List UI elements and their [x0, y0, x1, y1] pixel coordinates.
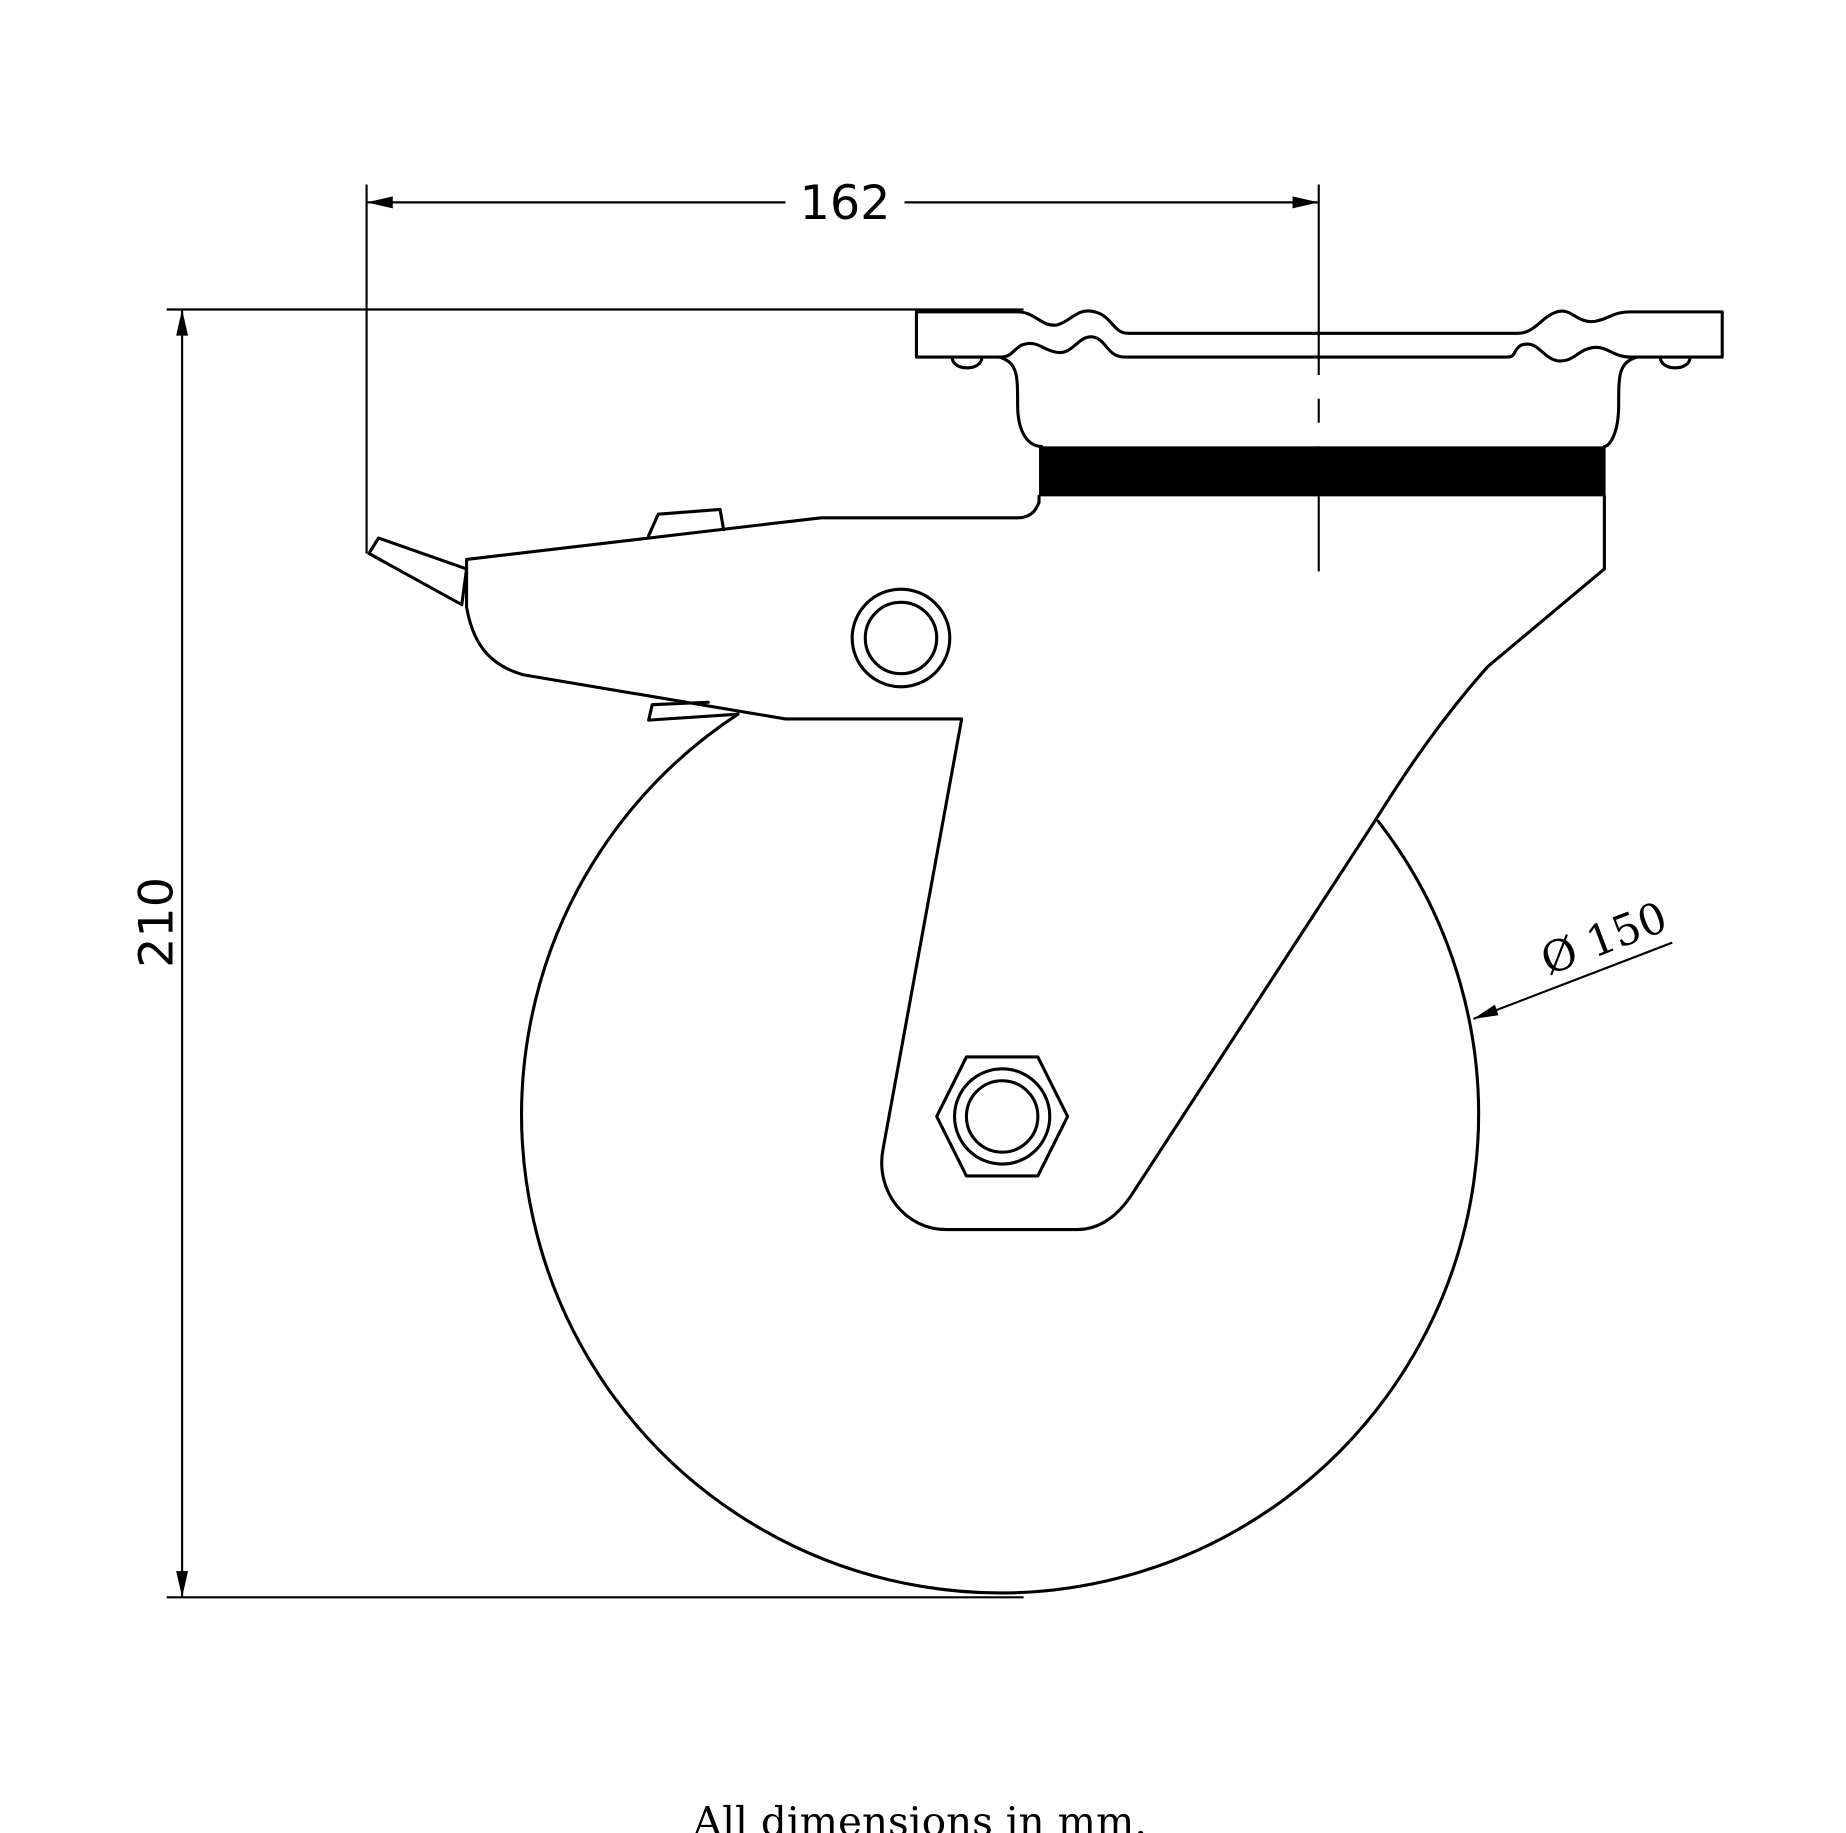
swivel-bearing-band [1039, 446, 1606, 497]
footer-note: All dimensions in mm. [692, 1797, 1147, 1833]
fork [465, 494, 1606, 1232]
diameter-label: Ø 150 [1534, 892, 1674, 985]
wheel [520, 712, 1481, 1595]
width-label: 162 [800, 176, 891, 231]
top-plate [914, 309, 1724, 448]
brake-pedal [367, 507, 740, 722]
width-dimension: 162 [365, 176, 1319, 554]
height-label: 210 [130, 877, 185, 968]
diameter-dimension: Ø 150 [1473, 892, 1674, 1020]
height-dimension: 210 [130, 308, 1024, 1599]
axle-nut [935, 1055, 1070, 1178]
